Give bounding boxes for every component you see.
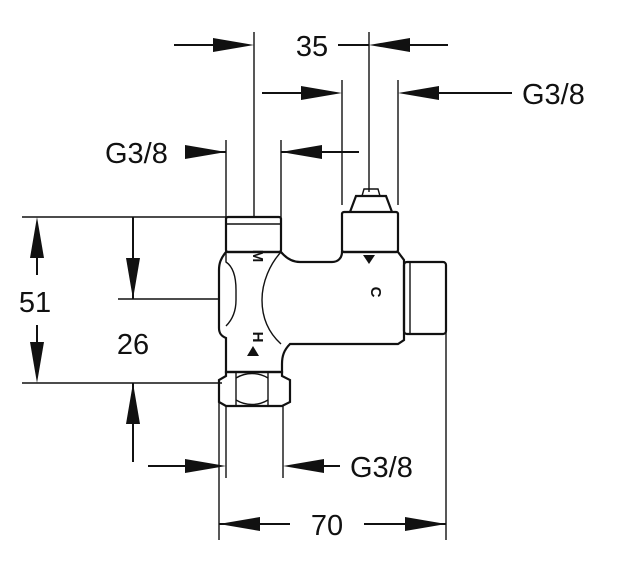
hot-inlet-marking: H: [247, 332, 266, 356]
dimension-g38-top-right: G3/8: [262, 79, 585, 205]
dim-label-g38-left-upper: G3/8: [105, 138, 168, 170]
mixed-outlet-letter: M: [249, 250, 266, 263]
dimension-g38-bottom: G3/8: [148, 405, 413, 484]
dim-label-51: 51: [19, 287, 51, 319]
dimension-51: 51: [19, 216, 226, 384]
mixed-outlet-marking: M: [249, 250, 266, 263]
dimension-35: 35: [174, 31, 448, 218]
dim-label-g38-top-right: G3/8: [522, 79, 585, 111]
hot-inlet-letter: H: [249, 332, 266, 343]
dim-label-g38-bottom: G3/8: [350, 452, 413, 484]
dim-label-26: 26: [117, 329, 149, 361]
dim-label-70: 70: [311, 510, 343, 542]
dim-label-35: 35: [296, 31, 328, 63]
up-arrow-icon: [247, 346, 259, 356]
dimension-26: 26: [117, 217, 218, 462]
down-arrow-icon: [363, 255, 375, 264]
valve-body: [217, 188, 448, 408]
cold-inlet-letter: C: [367, 287, 384, 298]
dimension-g38-left-upper: G3/8: [105, 138, 359, 218]
cold-inlet-marking: C: [363, 255, 384, 298]
dimension-70: 70: [218, 282, 447, 542]
